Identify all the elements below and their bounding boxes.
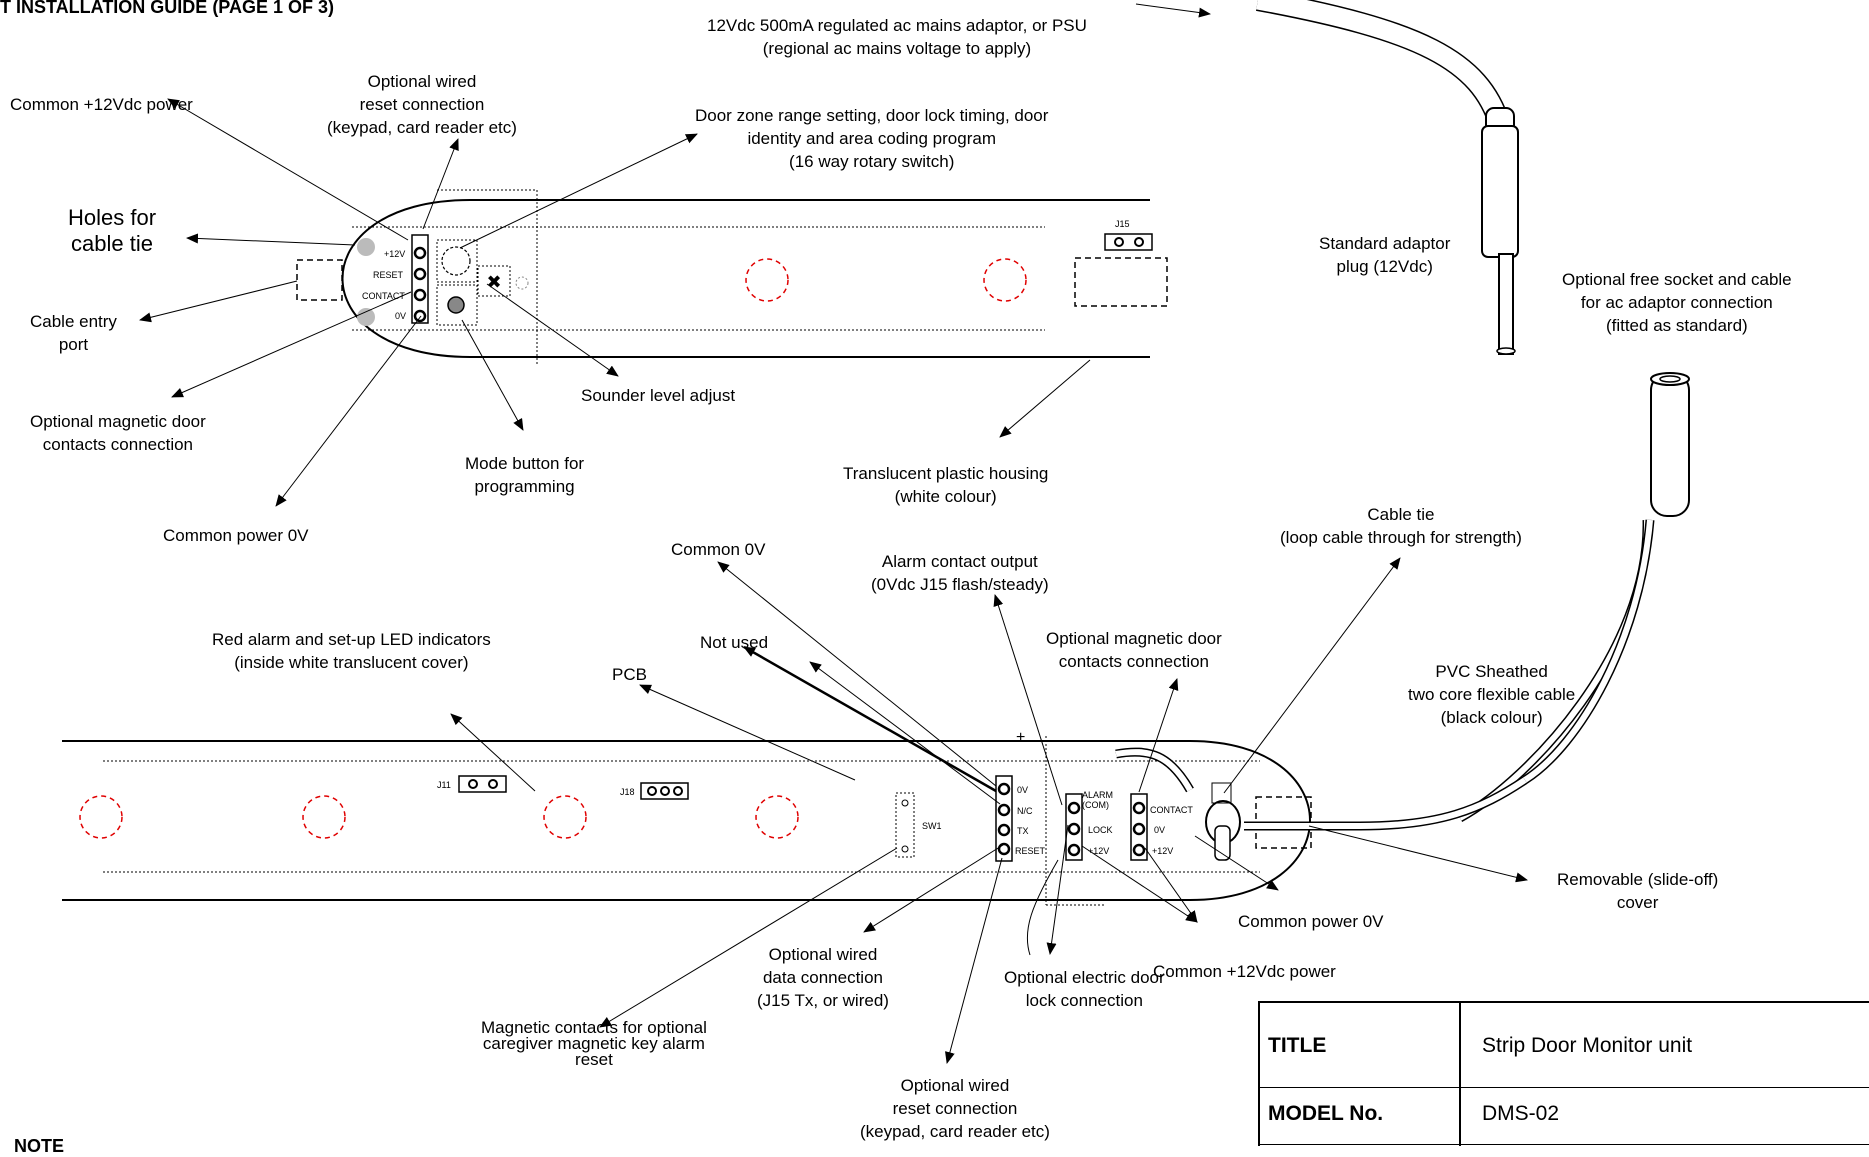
terminal-a-tx: TX: [1017, 826, 1029, 836]
common-0v-bottom-label: Common 0V: [671, 540, 766, 559]
sounder-adjust: ✖: [477, 265, 529, 297]
top-terminal-block: [411, 234, 429, 324]
adaptor-plug: [1481, 107, 1519, 355]
sw1-reed-switch: [895, 792, 915, 858]
top-j15-jumper: [1104, 233, 1153, 251]
title-block: TITLE Strip Door Monitor unit MODEL No. …: [1258, 1001, 1869, 1146]
title-value: Strip Door Monitor unit: [1482, 1034, 1693, 1057]
sounder-level-label: Sounder level adjust: [581, 386, 736, 405]
plus-mark: +: [1016, 729, 1026, 746]
title-row: TITLE Strip Door Monitor unit: [1260, 1003, 1869, 1088]
bottom-red-leds: [79, 795, 799, 839]
standard-adaptor-plug-label: Standard adaptor plug (12Vdc): [1319, 234, 1451, 276]
common-12v-bottom-label: Common +12Vdc power: [1153, 962, 1336, 981]
terminal-c-contact: CONTACT: [1150, 805, 1193, 815]
not-used-label: Not used: [700, 633, 769, 652]
red-alarm-led-label: Red alarm and set-up LED indicators (ins…: [212, 630, 491, 672]
removable-cover-label: Removable (slide-off) cover: [1557, 870, 1719, 912]
mode-button: [436, 284, 478, 326]
terminal-a-nc: N/C: [1017, 806, 1033, 816]
cable-tie-clip: [1205, 782, 1241, 861]
terminal-a-reset: RESET: [1015, 846, 1046, 856]
magnetic-contacts-caregiver-label: Magnetic contacts for optional caregiver…: [481, 1018, 707, 1069]
terminal-block-c: [1130, 793, 1148, 861]
cable-tie-label: Cable tie (loop cable through for streng…: [1280, 505, 1522, 547]
bottom-unit-housing: [62, 736, 1312, 906]
leader-lines: [139, 3, 1528, 1064]
model-value: DMS-02: [1482, 1102, 1560, 1125]
j18-label: J18: [620, 787, 635, 797]
internal-wire: [1115, 747, 1194, 793]
terminal-b-lock: LOCK: [1088, 825, 1113, 835]
optional-magnetic-bottom-label: Optional magnetic door contacts connecti…: [1046, 629, 1222, 671]
common-12v-top-label: Common +12Vdc power: [10, 95, 193, 114]
terminal-c-12v: +12V: [1152, 846, 1174, 856]
j11-label: J11: [437, 780, 451, 790]
bottom-j11-jumper: [458, 775, 507, 793]
svg-text:✖: ✖: [486, 272, 501, 293]
page-header: T INSTALLATION GUIDE (PAGE 1 OF 3): [0, 0, 335, 17]
model-row: MODEL No. DMS-02: [1260, 1088, 1869, 1145]
optional-free-socket-label: Optional free socket and cable for ac ad…: [1562, 270, 1792, 335]
rotary-switch: [436, 239, 478, 283]
leader-lines-bold: [743, 645, 997, 793]
terminal-block-b: [1065, 793, 1083, 861]
optional-magnetic-top-label: Optional magnetic door contacts connecti…: [30, 412, 206, 454]
pvc-sheathed-label: PVC Sheathed two core flexible cable (bl…: [1408, 662, 1576, 727]
pvc-cable: [1244, 519, 1655, 831]
top-terminal-contact: CONTACT: [362, 291, 405, 301]
optional-wired-reset-top-label: Optional wired reset connection (keypad,…: [327, 72, 517, 137]
bottom-j18-jumper: [640, 782, 689, 800]
pcb-label: PCB: [612, 665, 647, 684]
common-power-0v-bottom-label: Common power 0V: [1238, 912, 1384, 931]
top-terminal-12v: +12V: [384, 249, 406, 259]
terminal-b-12v: +12V: [1088, 846, 1110, 856]
top-j15-label: J15: [1115, 219, 1130, 229]
top-unit-housing: [296, 189, 1168, 365]
top-terminal-reset: RESET: [373, 270, 404, 280]
alarm-contact-output-label: Alarm contact output (0Vdc J15 flash/ste…: [871, 552, 1049, 594]
model-key: MODEL No.: [1268, 1102, 1384, 1125]
free-socket: [1457, 372, 1690, 822]
electric-lock-bracket: [1026, 859, 1059, 956]
holes-cable-tie-label: Holes for cable tie: [68, 205, 157, 256]
common-power-0v-top-label: Common power 0V: [163, 526, 309, 545]
adaptor-cable: [1255, 0, 1511, 129]
title-key: TITLE: [1268, 1034, 1327, 1057]
optional-wired-data-label: Optional wired data connection (J15 Tx, …: [757, 945, 889, 1010]
top-cable-tie-holes: [357, 238, 375, 326]
optional-electric-lock-label: Optional electric door lock connection: [1004, 968, 1165, 1010]
top-terminal-0v: 0V: [395, 311, 407, 321]
title-block-divider: [1459, 1003, 1461, 1146]
door-zone-label: Door zone range setting, door lock timin…: [695, 106, 1049, 171]
mode-button-label: Mode button for programming: [465, 454, 585, 496]
adaptor-psu-label: 12Vdc 500mA regulated ac mains adaptor, …: [707, 16, 1087, 58]
terminal-c-0v: 0V: [1154, 825, 1166, 835]
top-red-leds: [745, 258, 1027, 302]
sw1-label: SW1: [922, 821, 942, 831]
optional-wired-reset-bottom-label: Optional wired reset connection (keypad,…: [860, 1076, 1050, 1141]
translucent-housing-label: Translucent plastic housing (white colou…: [843, 464, 1049, 506]
cable-entry-port-label: Cable entry port: [30, 312, 117, 354]
terminal-b-alarm: ALARM (COM): [1082, 790, 1114, 810]
terminal-a-0v: 0V: [1017, 785, 1029, 795]
terminal-block-a: [995, 775, 1013, 862]
note-label: NOTE: [14, 1136, 65, 1156]
